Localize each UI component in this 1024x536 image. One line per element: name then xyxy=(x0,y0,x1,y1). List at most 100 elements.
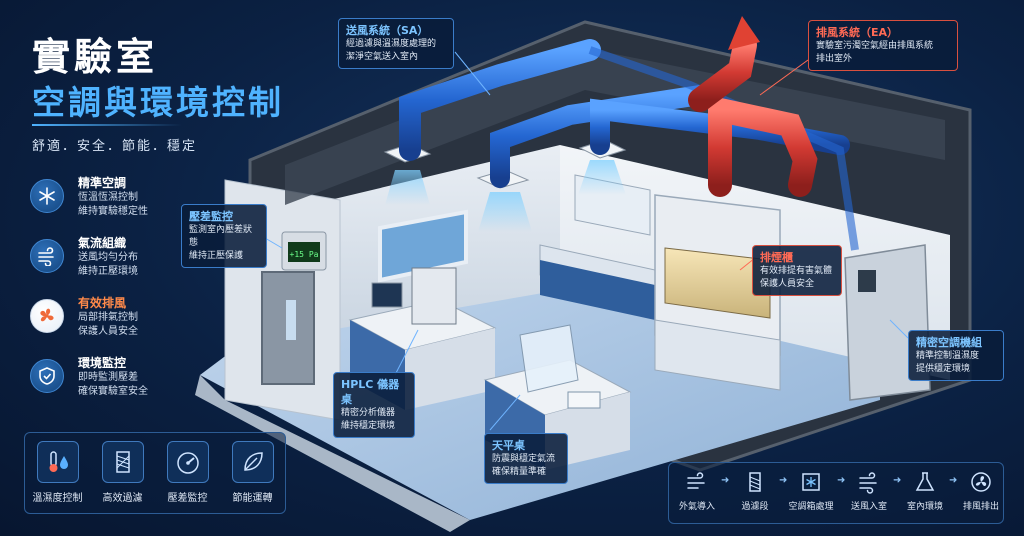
feature-item: 氣流組織 送風均勻分布 維持正壓環境 xyxy=(30,235,205,295)
callout-desc: 排出室外 xyxy=(816,54,853,64)
callout-title: 壓差監控 xyxy=(189,210,233,223)
leaf-icon xyxy=(231,441,274,483)
process-step: 送風入室 xyxy=(845,469,893,512)
process-step-label: 空調箱處理 xyxy=(788,502,834,512)
process-step: 過濾段 xyxy=(731,469,779,512)
callout-desc: 提供穩定環境 xyxy=(916,364,971,374)
callout-title: 送風系統（SA） xyxy=(346,24,429,37)
key-feature: 高效過濾 xyxy=(94,441,152,513)
arrow-right-icon: ➜ xyxy=(721,475,730,486)
process-step-label: 送風入室 xyxy=(850,502,887,512)
key-feature-label: 溫濕度控制 xyxy=(32,493,83,504)
ceiling-plenum xyxy=(285,48,945,205)
callout-balance-bench: 天平桌 防震與穩定氣流 確保精量準確 xyxy=(484,433,568,484)
callout-exhaust-air: 排風系統（EA） 實驗室污濁空氣經由排風系統 排出室外 xyxy=(808,20,958,71)
feature-title: 氣流組織 xyxy=(78,236,127,250)
feature-desc: 確保實驗室安全 xyxy=(78,386,148,397)
balance-display xyxy=(567,391,601,409)
arrow-right-icon: ➜ xyxy=(949,475,958,486)
connector-crac xyxy=(889,319,909,339)
feature-title: 有效排風 xyxy=(78,296,127,310)
feature-desc: 維持正壓環境 xyxy=(78,266,138,277)
page-title: 實驗室 xyxy=(32,35,159,79)
air-out-icon xyxy=(856,469,882,495)
pressure-monitor-screen xyxy=(288,242,320,262)
supply-airflow-2 xyxy=(478,192,532,232)
fume-hood-glass xyxy=(664,247,771,319)
hplc-computer-screen xyxy=(371,282,403,308)
callout-title: HPLC 儀器桌 xyxy=(341,378,400,406)
callout-desc: 經過濾與溫濕度處理的 xyxy=(346,39,437,49)
pressure-monitor-readout: +15 Pa xyxy=(290,250,319,259)
air-in-icon xyxy=(684,469,710,495)
tagline: 舒適．安全．節能．穩定 xyxy=(32,139,198,154)
process-step: 空調箱處理 xyxy=(787,469,835,512)
callout-desc: 維持穩定環境 xyxy=(341,421,396,431)
key-feature: 壓差監控 xyxy=(159,441,217,513)
callout-title: 排風系統（EA） xyxy=(816,26,899,39)
callout-desc: 保護人員安全 xyxy=(760,279,815,289)
coil-icon xyxy=(798,469,824,495)
callout-title: 排煙櫃 xyxy=(760,251,793,264)
connector-pressure xyxy=(264,237,283,249)
callout-title: 天平桌 xyxy=(492,439,525,452)
feature-title: 環境監控 xyxy=(78,356,127,370)
feature-item: 精準空調 恆溫恆濕控制 維持實驗穩定性 xyxy=(30,175,205,235)
process-step-label: 室內環境 xyxy=(906,502,943,512)
callout-desc: 防震與穩定氣流 xyxy=(492,454,556,464)
feature-item: 有效排風 局部排氣控制 保護人員安全 xyxy=(30,295,205,355)
key-feature: 節能運轉 xyxy=(224,441,282,513)
arrow-right-icon: ➜ xyxy=(779,475,788,486)
supply-duct-main xyxy=(399,39,601,161)
fan-icon xyxy=(30,299,64,333)
key-features-panel: 溫濕度控制 高效過濾 壓差監控 節能運轉 xyxy=(24,432,286,514)
callout-desc: 監測室內壓差狀態 xyxy=(189,225,253,248)
callout-desc: 確保精量準確 xyxy=(492,467,547,477)
hplc-bench-side xyxy=(405,328,495,410)
filter-icon xyxy=(101,441,144,483)
exhaust-flow-arrow xyxy=(728,16,760,50)
airflow-process-panel: 外氣導入 ➜ 過濾段 ➜ 空調箱處理 ➜ 送風入室 ➜ xyxy=(668,462,1004,524)
feature-desc: 局部排氣控制 xyxy=(78,312,138,323)
connector-hplc xyxy=(394,329,419,376)
door-window xyxy=(286,300,296,340)
crac-unit-panel xyxy=(858,270,876,292)
shield-icon xyxy=(30,359,64,393)
callout-fume-hood: 排煙櫃 有效排提有害氣體 保護人員安全 xyxy=(752,245,842,296)
gauge-icon xyxy=(166,441,209,483)
callout-supply-air: 送風系統（SA） 經過濾與溫濕度處理的 潔淨空氣送入室內 xyxy=(338,18,454,69)
exhaust-duct xyxy=(708,95,818,197)
connector-exhaust xyxy=(759,59,809,96)
callout-desc: 精準控制溫濕度 xyxy=(916,351,980,361)
snowflake-icon xyxy=(30,179,64,213)
supply-airflow-3 xyxy=(578,160,626,195)
callout-hplc-bench: HPLC 儀器桌 精密分析儀器 維持穩定環境 xyxy=(333,372,415,438)
callout-desc: 精密分析儀器 xyxy=(341,408,396,418)
callout-desc: 潔淨空氣送入室內 xyxy=(346,52,419,62)
key-feature-label: 高效過濾 xyxy=(102,493,143,504)
process-step: 外氣導入 xyxy=(673,469,721,512)
process-step-label: 過濾段 xyxy=(741,502,769,512)
feature-desc: 即時監測壓差 xyxy=(78,372,138,383)
room-window xyxy=(378,209,468,283)
process-step: 排風排出 xyxy=(957,469,1005,512)
wind-icon xyxy=(30,239,64,273)
callout-crac-unit: 精密空調機組 精準控制溫濕度 提供穩定環境 xyxy=(908,330,1004,381)
process-step: 室內環境 xyxy=(901,469,949,512)
title-underline xyxy=(32,124,182,126)
callout-desc: 有效排提有害氣體 xyxy=(760,266,833,276)
filter-icon xyxy=(742,469,768,495)
process-step-label: 排風排出 xyxy=(962,502,999,512)
callout-desc: 維持正壓保護 xyxy=(189,251,244,261)
feature-list: 精準空調 恆溫恆濕控制 維持實驗穩定性 氣流組織 送風均勻分布 維持正壓環境 有… xyxy=(30,175,205,415)
feature-desc: 送風均勻分布 xyxy=(78,252,138,263)
feature-desc: 維持實驗穩定性 xyxy=(78,206,148,217)
callout-title: 精密空調機組 xyxy=(916,336,982,349)
sink-cabinets xyxy=(540,260,655,320)
page-subtitle: 空調與環境控制 xyxy=(32,83,284,122)
feature-desc: 恆溫恆濕控制 xyxy=(78,192,138,203)
supply-airflow-1 xyxy=(385,170,430,205)
exhaust-fan-icon xyxy=(968,469,994,495)
feature-title: 精準空調 xyxy=(78,176,127,190)
